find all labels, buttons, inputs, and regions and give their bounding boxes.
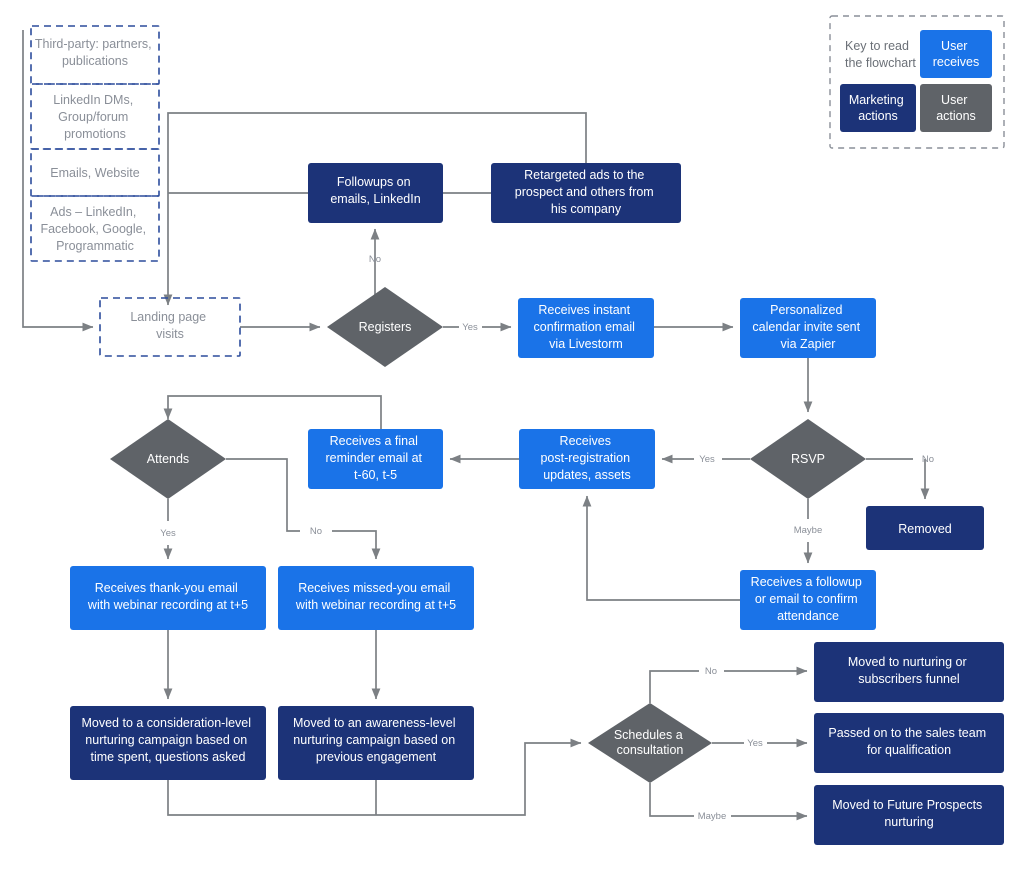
channel-label-linkedin: LinkedIn DMs, Group/forum promotions (53, 93, 136, 141)
edge-label-rsvp-yes: Yes (699, 454, 715, 465)
channel-stack: Third-party: partners, publications Link… (30, 25, 160, 262)
edge-label-registers-yes: Yes (462, 322, 478, 333)
node-followup-confirm-label: Receives a followup or email to confirm … (751, 575, 866, 623)
channel-box-third-party[interactable] (30, 25, 160, 85)
legend-item-user-receives-label: User receives (933, 39, 980, 69)
node-landing-page-visits[interactable]: Landing page visits (99, 297, 241, 357)
edge-label-layer: Yes No Yes No Maybe Yes No No Yes Maybe (160, 254, 934, 822)
node-missed-you-email[interactable]: Receives missed-you email with webinar r… (278, 566, 474, 630)
edge-final-reminder-to-attends (163, 395, 382, 429)
node-removed-label: Removed (898, 522, 952, 536)
node-final-reminder-label: Receives a final reminder email at t-60,… (325, 434, 425, 482)
node-retargeted-ads-label: Retargeted ads to the prospect and other… (515, 168, 657, 216)
legend-item-marketing-actions-label: Marketing actions (849, 93, 907, 123)
node-schedules-consultation-label: Schedules a consultation (614, 728, 686, 757)
edge-consult-maybe-to-future (649, 783, 807, 816)
node-thank-you-email[interactable]: Receives thank-you email with webinar re… (70, 566, 266, 630)
node-consideration-nurturing[interactable]: Moved to a consideration-level nurturing… (70, 706, 266, 780)
node-nurturing-subscribers[interactable]: Moved to nurturing or subscribers funnel (814, 642, 1004, 702)
edge-label-consult-yes: Yes (747, 738, 763, 749)
legend-item-marketing-actions[interactable]: Marketing actions (840, 84, 916, 132)
channel-label-third-party: Third-party: partners, publications (35, 37, 155, 68)
legend-border (829, 15, 1005, 149)
edge-label-rsvp-no: No (922, 454, 934, 465)
edge-label-followups-no: No (369, 254, 381, 265)
channel-box-emails-website[interactable] (30, 148, 160, 197)
node-retargeted-ads[interactable]: Retargeted ads to the prospect and other… (491, 163, 681, 223)
node-schedules-consultation[interactable]: Schedules a consultation (588, 703, 712, 783)
node-thank-you-email-label: Receives thank-you email with webinar re… (87, 581, 248, 612)
node-final-reminder[interactable]: Receives a final reminder email at t-60,… (308, 429, 443, 489)
channel-box-ads[interactable] (30, 195, 160, 262)
edge-consideration-to-consult (167, 738, 582, 816)
legend-item-user-actions-label: User actions (936, 93, 976, 123)
node-calendar-invite-label: Personalized calendar invite sent via Za… (752, 303, 863, 351)
node-nurturing-subscribers-label: Moved to nurturing or subscribers funnel (848, 655, 970, 686)
node-missed-you-email-label: Receives missed-you email with webinar r… (295, 581, 456, 612)
node-rsvp[interactable]: RSVP (750, 419, 866, 499)
legend-key-label: Key to read the flowchart (845, 39, 916, 70)
edge-label-rsvp-maybe: Maybe (794, 525, 823, 536)
node-confirmation-email[interactable]: Receives instant confirmation email via … (518, 298, 654, 358)
node-followup-confirm[interactable]: Receives a followup or email to confirm … (740, 570, 876, 630)
legend: Key to read the flowchart User receives … (829, 15, 1005, 149)
node-awareness-nurturing[interactable]: Moved to an awareness-level nurturing ca… (278, 706, 474, 780)
node-future-prospects[interactable]: Moved to Future Prospects nurturing (814, 785, 1004, 845)
node-consideration-nurturing-label: Moved to a consideration-level nurturing… (81, 716, 254, 764)
node-landing-page-visits-label: Landing page visits (130, 310, 209, 341)
edge-label-consult-maybe: Maybe (698, 811, 727, 822)
legend-item-user-receives[interactable]: User receives (920, 30, 992, 78)
node-post-registration-label: Receives post-registration updates, asse… (540, 434, 633, 482)
node-registers-label: Registers (359, 320, 412, 334)
legend-item-user-actions[interactable]: User actions (920, 84, 992, 132)
edge-channels-to-landing (22, 30, 94, 332)
node-future-prospects-label: Moved to Future Prospects nurturing (832, 798, 986, 829)
node-rsvp-label: RSVP (791, 452, 825, 466)
edge-attends-no-to-missedyou (226, 458, 376, 559)
node-confirmation-email-label: Receives instant confirmation email via … (534, 303, 639, 351)
node-attends[interactable]: Attends (110, 419, 226, 499)
node-sales-team[interactable]: Passed on to the sales team for qualific… (814, 713, 1004, 773)
node-removed[interactable]: Removed (866, 506, 984, 550)
node-post-registration[interactable]: Receives post-registration updates, asse… (519, 429, 655, 489)
node-calendar-invite[interactable]: Personalized calendar invite sent via Za… (740, 298, 876, 358)
node-followups[interactable]: Followups on emails, LinkedIn (308, 163, 443, 223)
channel-label-emails-website: Emails, Website (50, 166, 139, 180)
edge-rsvp-no-to-removed (866, 458, 925, 499)
connector-layer (22, 30, 925, 816)
edge-label-consult-no: No (705, 666, 717, 677)
node-followups-label: Followups on emails, LinkedIn (330, 175, 420, 206)
node-sales-team-label: Passed on to the sales team for qualific… (828, 726, 989, 757)
edge-label-attends-yes: Yes (160, 528, 176, 539)
node-awareness-nurturing-label: Moved to an awareness-level nurturing ca… (293, 716, 459, 764)
node-registers[interactable]: Registers (327, 287, 443, 367)
edge-retarget-loop-top (163, 112, 587, 306)
edge-consult-no-to-subscribers (649, 671, 807, 703)
edge-followup-to-postreg (582, 495, 740, 601)
edge-label-attends-no: No (310, 526, 322, 537)
node-attends-label: Attends (147, 452, 189, 466)
channel-label-ads: Ads – LinkedIn, Facebook, Google, Progra… (40, 205, 149, 253)
